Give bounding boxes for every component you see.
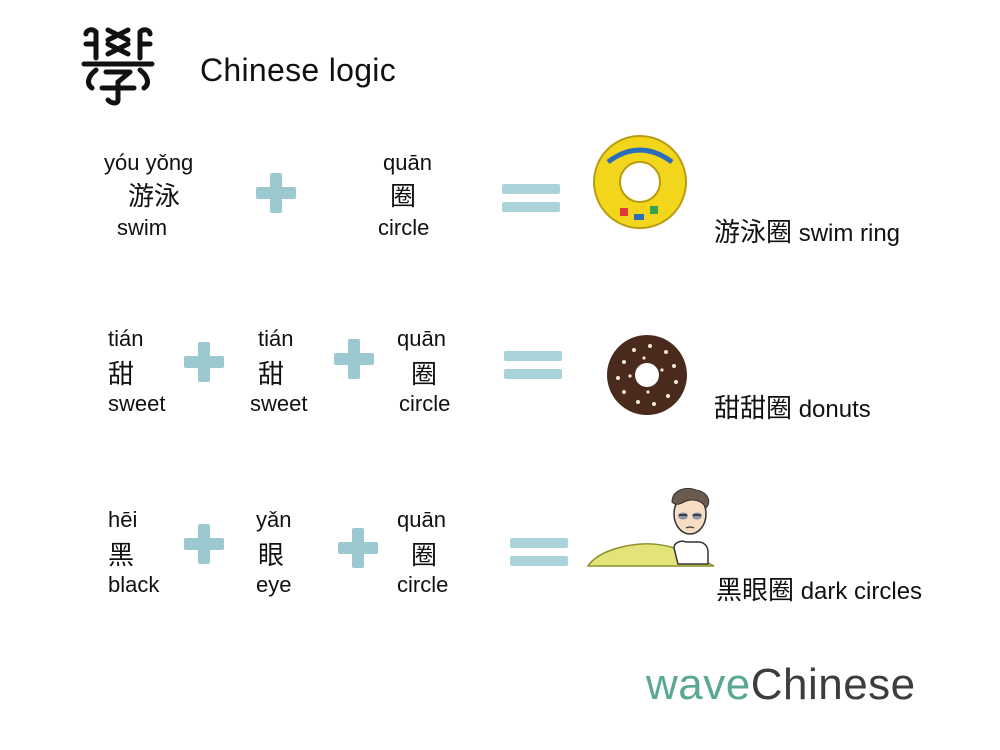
row3-result: 黑眼圈 dark circles bbox=[716, 570, 922, 607]
row2-term1-pinyin: tián bbox=[108, 326, 144, 351]
row1-term1-hanzi: 游泳 bbox=[128, 182, 181, 212]
row2-term2-english: sweet bbox=[250, 391, 308, 416]
page-title: Chinese logic bbox=[200, 52, 397, 88]
row1-term1-english: swim bbox=[117, 215, 168, 240]
row1-term2-english: circle bbox=[378, 215, 430, 240]
row3-term2-hanzi: 眼 bbox=[258, 541, 285, 571]
plus-icon bbox=[334, 339, 374, 379]
row2-term1-english: sweet bbox=[108, 391, 166, 416]
row1-term2-hanzi: 圈 bbox=[390, 182, 417, 212]
row2-term3-english: circle bbox=[399, 391, 451, 416]
plus-icon bbox=[338, 528, 378, 568]
row3-term1-pinyin: hēi bbox=[108, 507, 138, 532]
row3-result-hanzi: 黑眼圈 bbox=[716, 576, 795, 606]
logo-wave-text: wave bbox=[646, 660, 751, 709]
row1-term1-pinyin: yóu yǒng bbox=[104, 150, 194, 175]
plus-icon bbox=[184, 342, 224, 382]
row2-term3-hanzi: 圈 bbox=[411, 360, 438, 390]
row3-term1-hanzi: 黑 bbox=[108, 541, 135, 571]
row1-result-hanzi: 游泳圈 bbox=[714, 218, 793, 248]
row2-result-english: donuts bbox=[798, 396, 871, 423]
equals-icon bbox=[502, 184, 560, 212]
row2-term2-pinyin: tián bbox=[258, 326, 294, 351]
row3-term1-english: black bbox=[108, 572, 160, 597]
row1-term2-pinyin: quān bbox=[383, 150, 432, 175]
plus-icon bbox=[184, 524, 224, 564]
row2-result: 甜甜圈 donuts bbox=[714, 388, 871, 425]
row3-term3-english: circle bbox=[397, 572, 449, 597]
row1-result-english: swim ring bbox=[798, 220, 901, 247]
seal-script-character-icon bbox=[81, 27, 155, 106]
row3-term2-pinyin: yǎn bbox=[256, 507, 292, 532]
wavechinese-logo: waveChinese bbox=[646, 660, 916, 710]
tired-person-image bbox=[586, 488, 715, 567]
row2-term1-hanzi: 甜 bbox=[108, 360, 135, 390]
row3-term3-pinyin: quān bbox=[397, 507, 446, 532]
equals-icon bbox=[510, 538, 568, 566]
row1-result: 游泳圈 swim ring bbox=[714, 212, 900, 249]
row3-term2-english: eye bbox=[256, 572, 292, 597]
row2-result-hanzi: 甜甜圈 bbox=[714, 394, 793, 424]
row2-term3-pinyin: quān bbox=[397, 326, 446, 351]
equals-icon bbox=[504, 351, 562, 379]
row2-term2-hanzi: 甜 bbox=[258, 360, 285, 390]
plus-icon bbox=[256, 173, 296, 213]
row3-term3-hanzi: 圈 bbox=[411, 541, 438, 571]
donut-image bbox=[607, 335, 687, 415]
row3-result-english: dark circles bbox=[800, 578, 923, 605]
swim-ring-image bbox=[593, 135, 687, 229]
logo-chinese-text: Chinese bbox=[750, 660, 916, 709]
